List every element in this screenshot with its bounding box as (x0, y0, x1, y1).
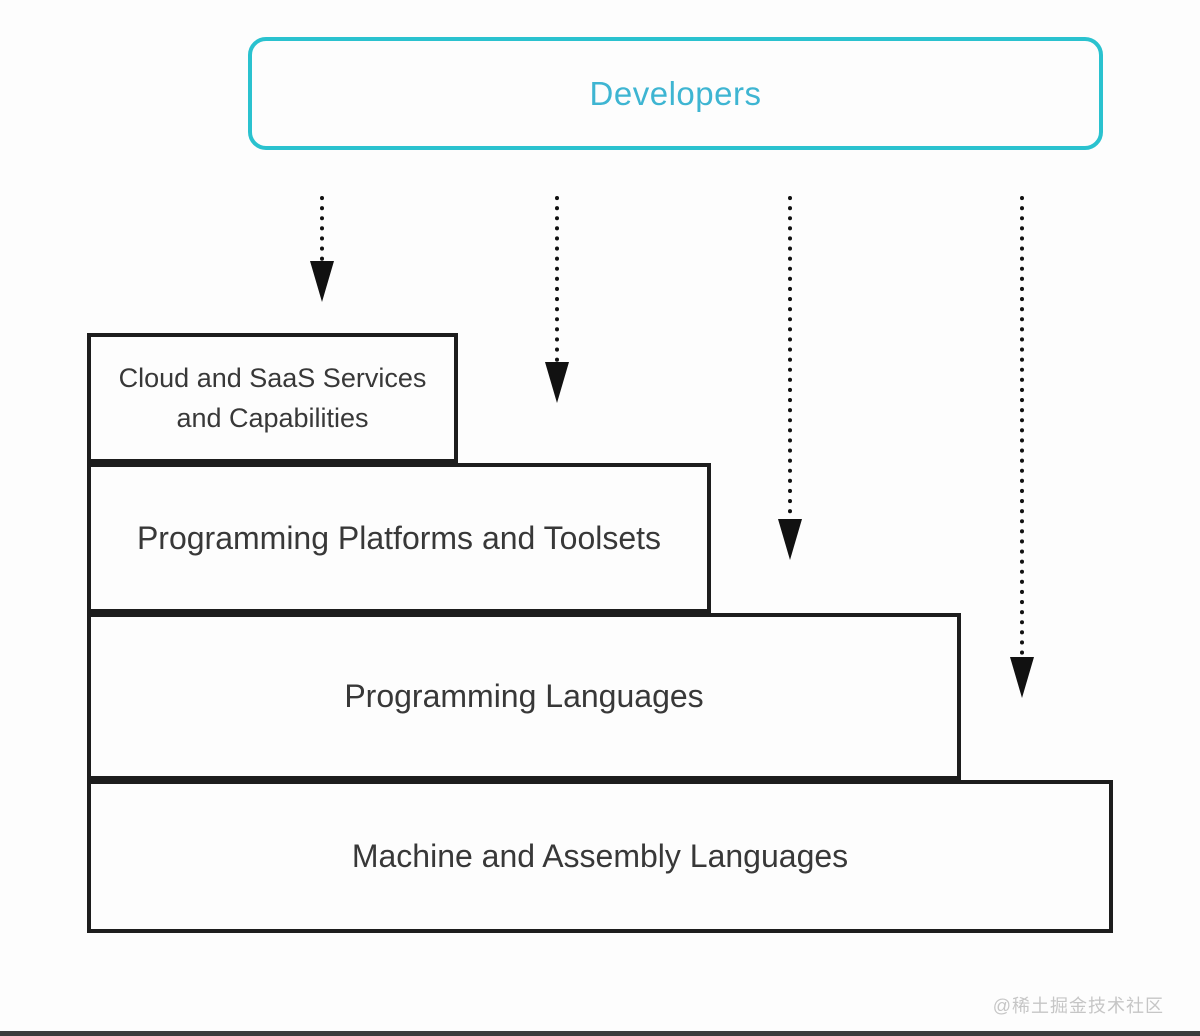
layer-machine-assembly: Machine and Assembly Languages (87, 780, 1113, 933)
dotted-arrow-1 (310, 196, 334, 302)
juejin-watermark: @稀土掘金技术社区 (992, 996, 1164, 1016)
dotted-arrow-4 (1010, 196, 1034, 698)
layer-platforms-toolsets: Programming Platforms and Toolsets (87, 463, 711, 613)
layer-label: Programming Languages (344, 678, 704, 714)
developers-label: Developers (589, 74, 762, 112)
layer-label: Machine and Assembly Languages (351, 838, 849, 874)
layer-label: Cloud and SaaS Services and Capabilities (118, 363, 427, 433)
layer-label: Programming Platforms and Toolsets (136, 519, 662, 556)
developers-box: Developers (248, 37, 1103, 150)
dotted-arrow-3 (778, 196, 802, 560)
layer-programming-languages: Programming Languages (87, 613, 961, 780)
dotted-arrow-2 (545, 196, 569, 403)
layer-cloud-saas: Cloud and SaaS Services and Capabilities (87, 333, 458, 463)
bottom-edge-bar (0, 1031, 1200, 1036)
